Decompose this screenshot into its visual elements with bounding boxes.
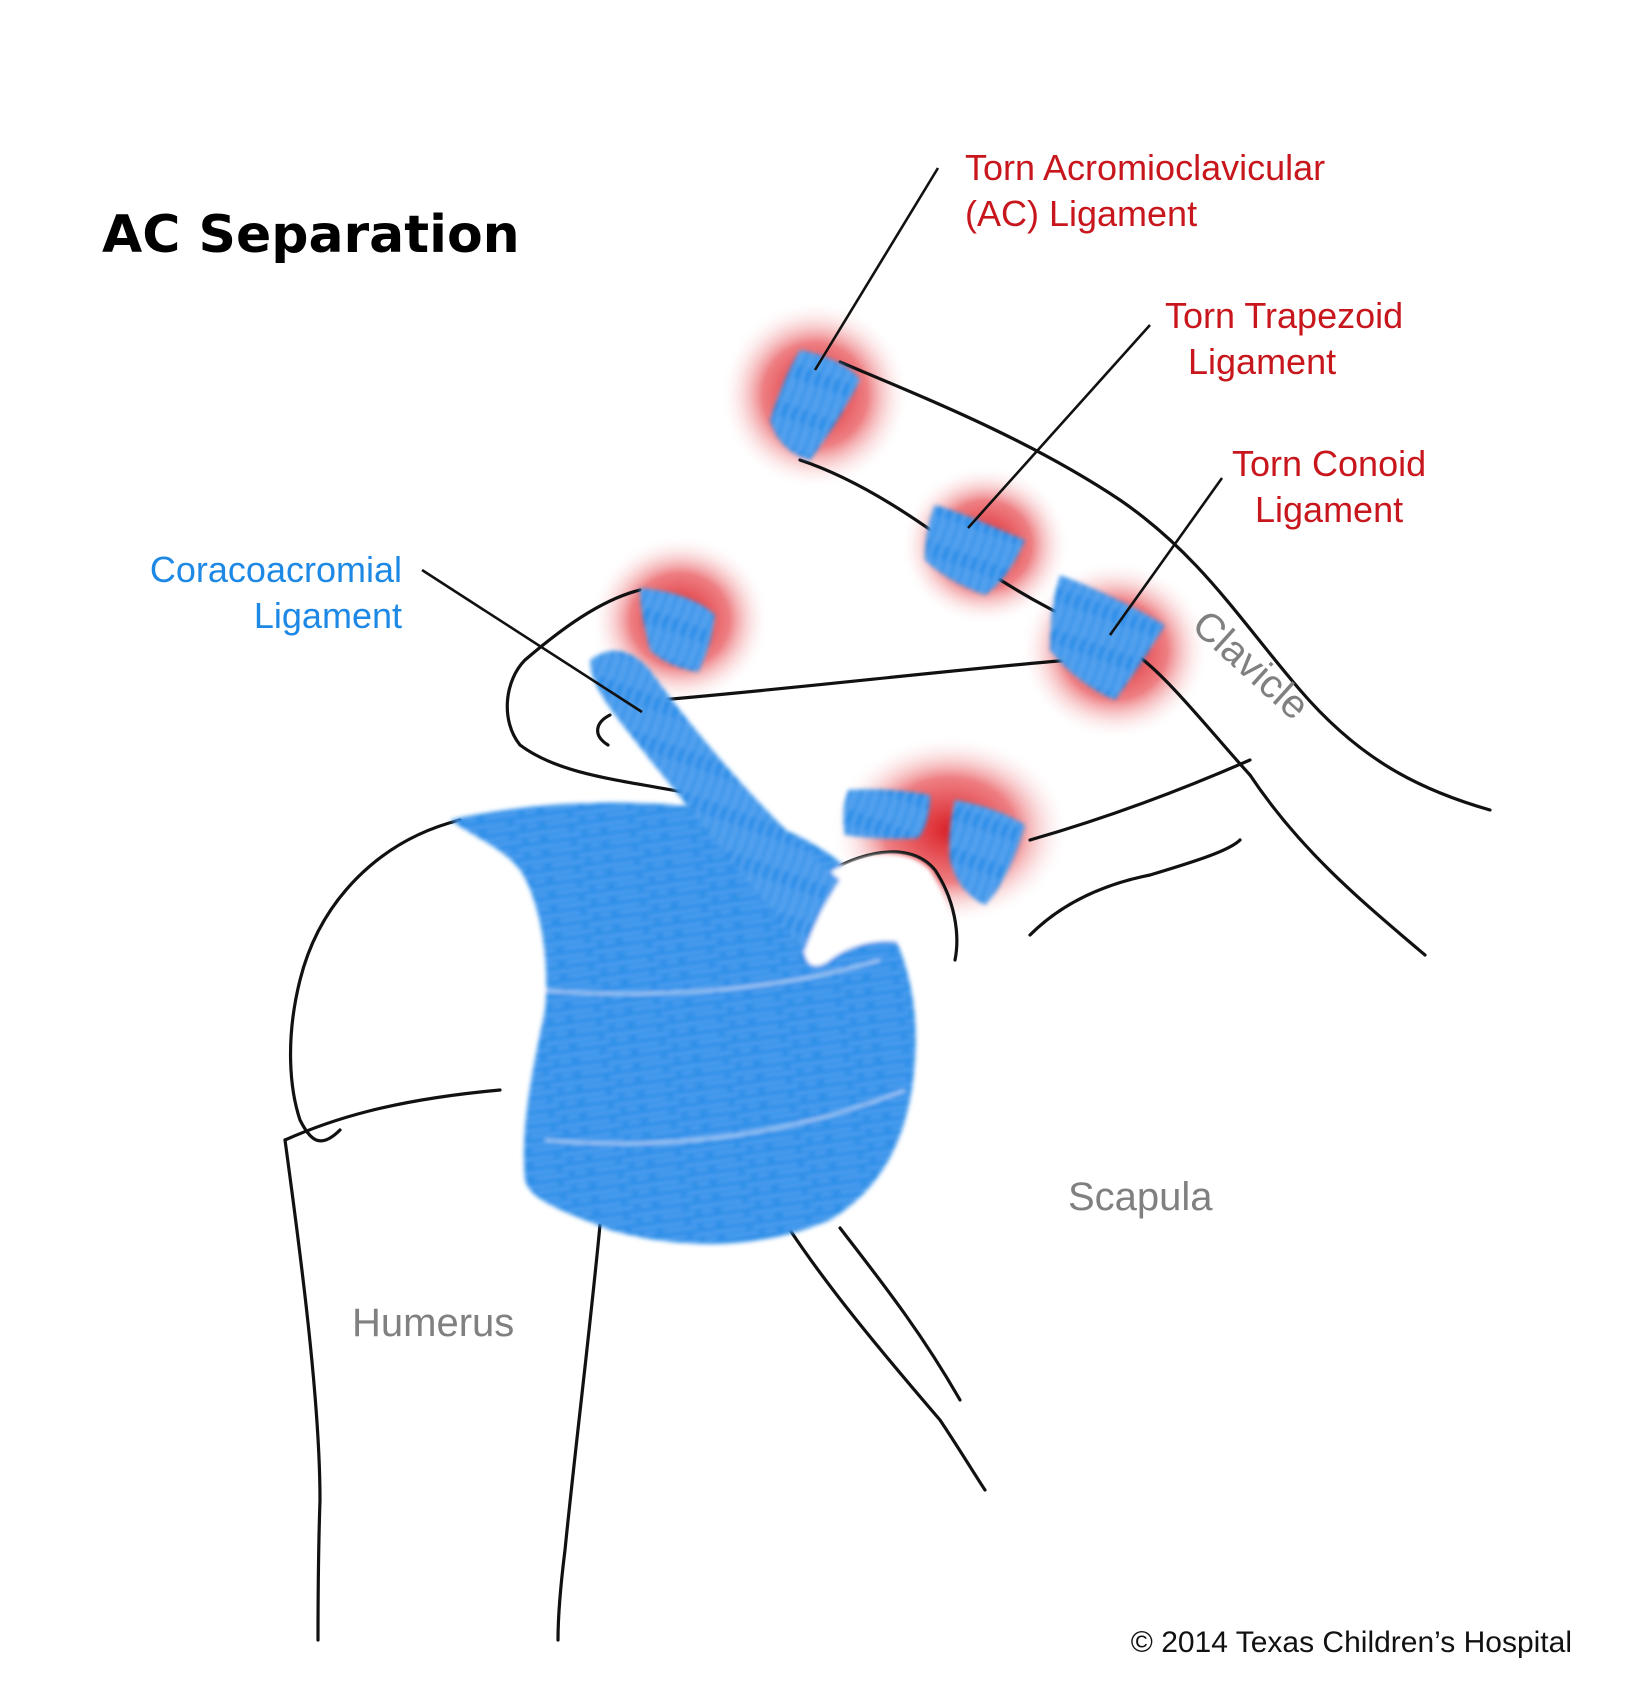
cuff-seam-2	[544, 1089, 906, 1145]
humerus-head-outline	[288, 818, 462, 1143]
leader-coracoacromial	[421, 568, 643, 714]
ligaments	[450, 350, 1165, 1244]
torn-coracoclavicular-right	[949, 800, 1025, 905]
copyright-credit: © 2014 Texas Children’s Hospital	[1131, 1626, 1572, 1659]
scapula-upper-line	[1028, 758, 1252, 842]
label-torn-trapezoid-line1: Torn Trapezoid	[1165, 295, 1403, 336]
label-coracoacromial-line2: Ligament	[254, 595, 402, 636]
torn-labels: Torn Acromioclavicular (AC) Ligament Tor…	[965, 147, 1426, 530]
label-torn-conoid-line2: Ligament	[1255, 489, 1403, 530]
label-humerus: Humerus	[352, 1301, 514, 1345]
leader-conoid	[1108, 477, 1224, 636]
humerus-shaft-left	[283, 1138, 322, 1642]
humerus-neck-line	[283, 1088, 502, 1142]
torn-coracoclavicular-left	[843, 789, 930, 839]
torn-ac-ligament	[770, 350, 860, 460]
cuff-seam-1	[539, 959, 881, 995]
scapula-lateral-border-2	[838, 1226, 962, 1402]
diagram-title: AC Separation	[102, 205, 520, 265]
label-coracoacromial-line1: Coracoacromial	[150, 549, 402, 590]
label-torn-conoid-line1: Torn Conoid	[1232, 443, 1426, 484]
leader-ac	[813, 167, 940, 371]
scapula-spine-outline	[658, 658, 1072, 702]
acromion-outline	[505, 588, 702, 797]
ligament-labels: Coracoacromial Ligament	[150, 549, 402, 636]
torn-trapezoid-ligament	[925, 505, 1025, 595]
scapula-medial-line	[1248, 773, 1427, 957]
leader-trapezoid	[967, 324, 1151, 529]
acromion-inner	[596, 713, 612, 747]
clavicle-outline-bottom	[798, 458, 1252, 777]
bone-outlines	[283, 360, 1492, 1642]
label-torn-ac-line2: (AC) Ligament	[965, 193, 1197, 234]
coracoid-white	[803, 853, 952, 966]
coracoid-outline	[813, 850, 959, 962]
humerus-shaft-right	[556, 1223, 602, 1642]
label-torn-ac-line1: Torn Acromioclavicular	[965, 147, 1325, 188]
torn-conoid-ligament	[1050, 575, 1165, 700]
leader-lines	[421, 167, 1224, 714]
label-torn-trapezoid-line2: Ligament	[1188, 341, 1336, 382]
coracoacromial-ligament	[590, 650, 840, 950]
scapula-lower-line	[1028, 838, 1242, 937]
label-scapula: Scapula	[1068, 1175, 1213, 1219]
clavicle-outline-top	[838, 360, 1492, 812]
scapula-lateral-border	[788, 1228, 987, 1492]
torn-coracoacromial-end	[640, 588, 715, 672]
